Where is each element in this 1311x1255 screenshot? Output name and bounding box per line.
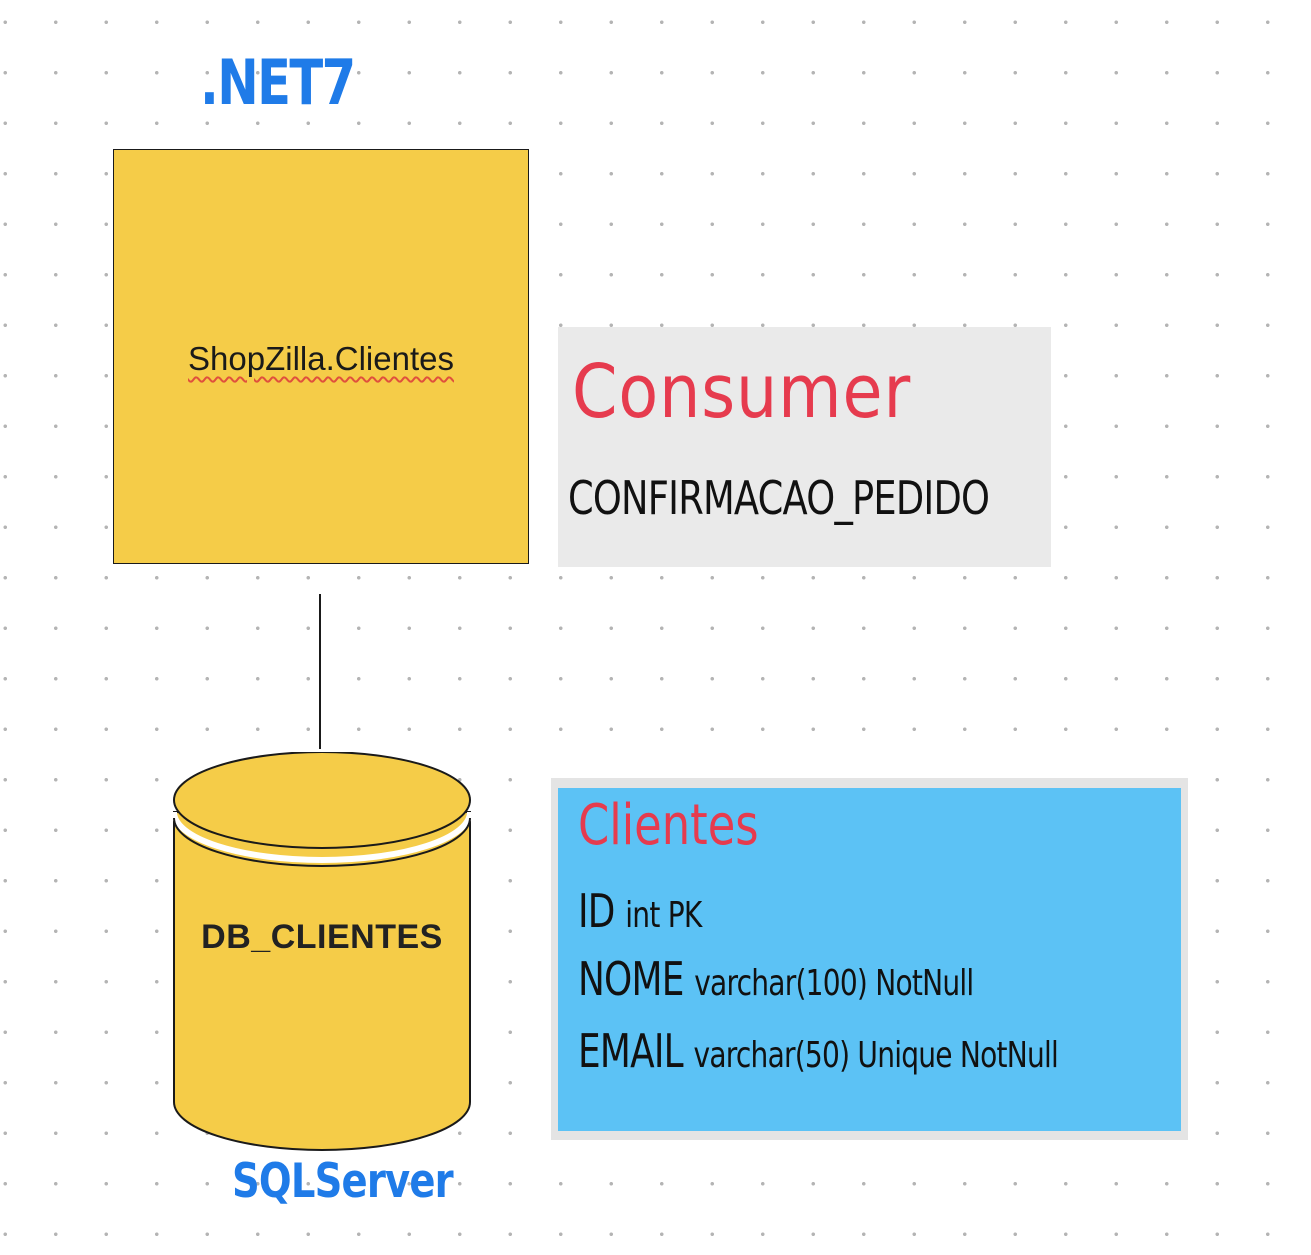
consumer-queue-name: CONFIRMACAO_PEDIDO [568,471,990,525]
service-db-connector [319,594,321,749]
field-name: EMAIL [578,1024,684,1078]
database-cylinder-icon [171,751,473,1151]
table-schema-note[interactable]: Clientes ID int PK NOME varchar(100) Not… [551,778,1188,1140]
table-field-row: EMAIL varchar(50) Unique NotNull [578,1028,1059,1076]
service-name: ShopZilla.Clientes [188,340,454,377]
consumer-note[interactable]: Consumer CONFIRMACAO_PEDIDO [558,327,1051,567]
database-name: DB_CLIENTES [201,918,443,956]
field-type: int PK [625,895,702,936]
table-schema-card: Clientes ID int PK NOME varchar(100) Not… [558,788,1181,1131]
database-cylinder[interactable]: DB_CLIENTES [170,751,474,1152]
framework-label: .NET7 [200,46,356,119]
field-name: NOME [578,952,684,1006]
database-engine-label: SQLServer [232,1154,454,1209]
table-field-row: ID int PK [578,888,702,936]
field-type: varchar(100) NotNull [694,963,974,1004]
table-field-row: NOME varchar(100) NotNull [578,956,974,1004]
field-type: varchar(50) Unique NotNull [693,1035,1059,1076]
consumer-title: Consumer [572,349,912,435]
service-box[interactable]: ShopZilla.Clientes [113,149,529,564]
field-name: ID [578,884,615,938]
table-name: Clientes [578,793,759,858]
